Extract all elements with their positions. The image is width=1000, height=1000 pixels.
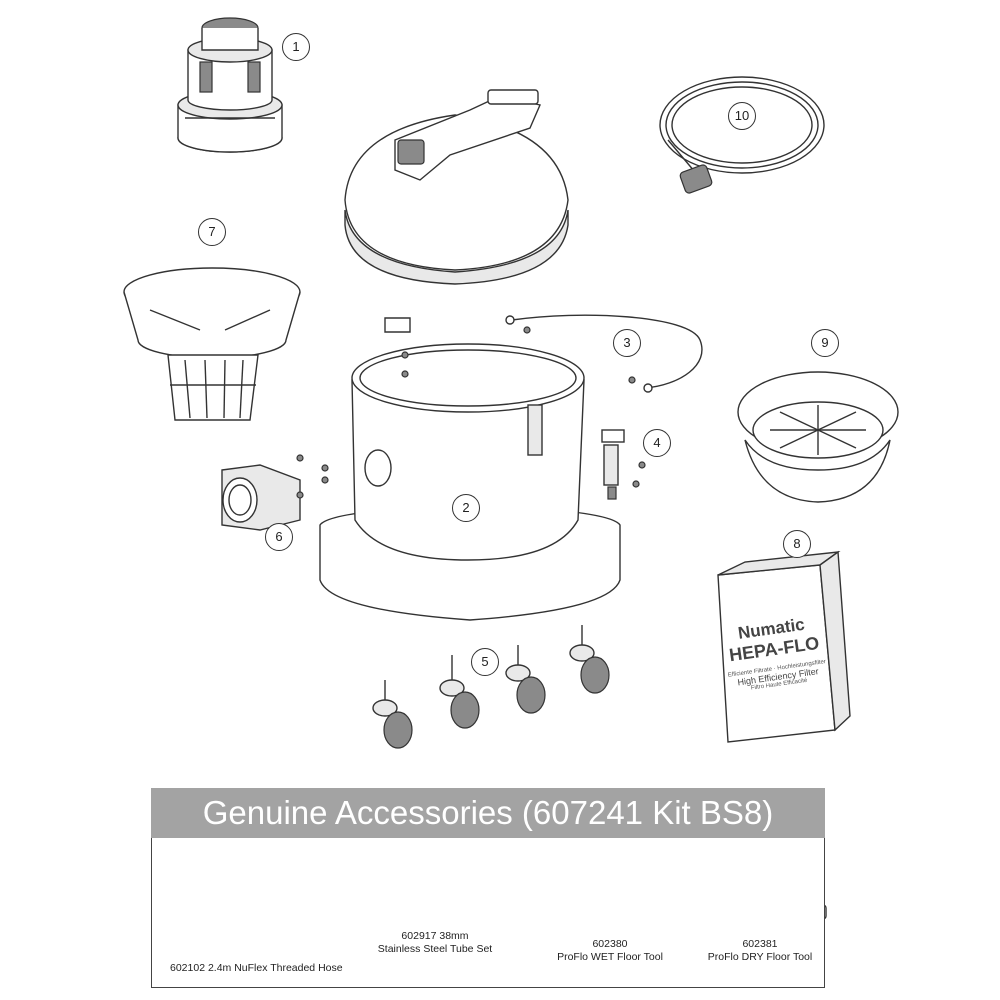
wet-tool-caption: 602380 ProFlo WET Floor Tool [535, 938, 685, 964]
power-cable-part [659, 76, 825, 194]
hose-caption: 602102 2.4m NuFlex Threaded Hose [170, 962, 343, 974]
filter-box-text: Numatic HEPA-FLO Efficiente Filtrate · H… [711, 578, 839, 732]
dry-tool-caption-line1: 602381 [742, 938, 778, 950]
callout-3: 3 [613, 329, 641, 357]
dry-tool-caption: 602381 ProFlo DRY Floor Tool [690, 938, 830, 964]
accessories-title: Genuine Accessories (607241 Kit BS8) [151, 788, 825, 838]
callout-2: 2 [452, 494, 480, 522]
motor-part [177, 17, 283, 153]
inlet-part [221, 454, 329, 531]
accessories-panel [151, 838, 825, 988]
tube-set-caption: 602917 38mm Stainless Steel Tube Set [360, 930, 510, 956]
callout-5: 5 [471, 648, 499, 676]
wet-tool-caption-line1: 602380 [592, 938, 628, 950]
callout-4: 4 [643, 429, 671, 457]
drum-part [319, 317, 621, 621]
castors-part [372, 625, 610, 749]
toggle-clip-part [601, 429, 646, 500]
tube-set-caption-line1: 602917 38mm [401, 930, 469, 942]
tube-set-caption-line2: Stainless Steel Tube Set [377, 943, 493, 955]
callout-1: 1 [282, 33, 310, 61]
callout-8: 8 [783, 530, 811, 558]
hepa-filter-box-part [717, 550, 851, 743]
filter-basket-part [737, 371, 899, 503]
callout-9: 9 [811, 329, 839, 357]
lid-part [344, 89, 569, 285]
callout-7: 7 [198, 218, 226, 246]
dry-tool-caption-line2: ProFlo DRY Floor Tool [707, 951, 813, 963]
wet-tool-caption-line2: ProFlo WET Floor Tool [557, 951, 663, 963]
callout-10: 10 [728, 102, 756, 130]
float-cage-part [123, 267, 301, 421]
callout-6: 6 [265, 523, 293, 551]
earth-lead-part [505, 314, 703, 393]
